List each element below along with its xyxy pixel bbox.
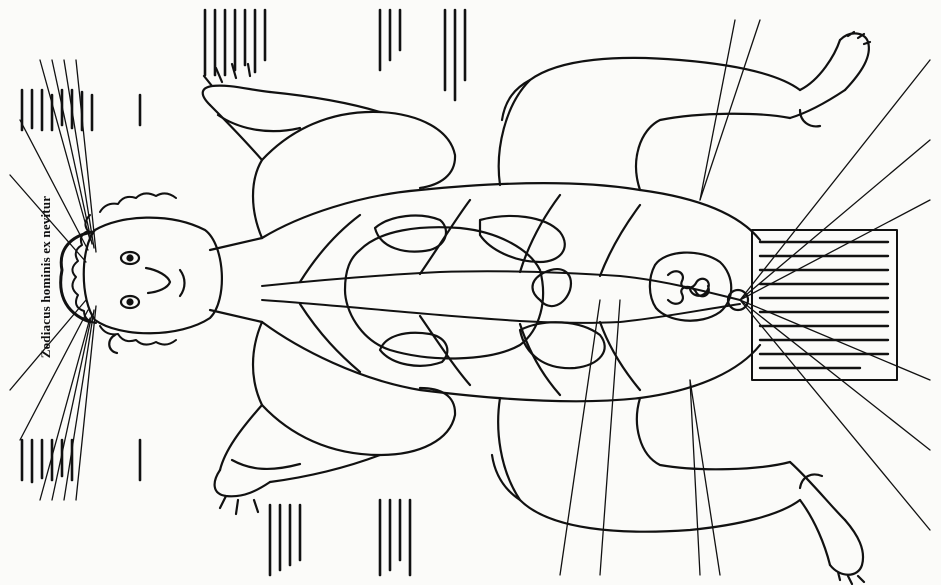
forearm-top	[210, 92, 380, 160]
ear	[109, 335, 117, 353]
forearm-bottom	[220, 405, 380, 482]
hand-top-palm	[218, 115, 300, 131]
head-outline	[84, 218, 222, 334]
lung-upper	[375, 216, 446, 252]
heart	[533, 269, 571, 306]
foot-lower	[830, 520, 864, 584]
shin-upper	[790, 40, 845, 118]
shin-lower	[790, 462, 845, 565]
thigh-upper-inner	[636, 114, 790, 190]
text-block-lines	[760, 242, 888, 368]
hand-bottom	[215, 470, 270, 514]
mouth	[180, 270, 185, 296]
stomach	[480, 216, 565, 262]
nose	[146, 268, 170, 293]
liver	[520, 322, 605, 368]
vena-cava	[262, 300, 740, 323]
branch-upper	[300, 195, 640, 282]
upper-arm-bottom	[253, 322, 455, 455]
rib-cage	[345, 227, 543, 358]
hand-top	[203, 64, 270, 105]
hair-curls-upper	[100, 193, 176, 212]
thigh-lower-inner	[637, 398, 790, 469]
thigh-upper	[499, 58, 800, 185]
illegible-text-marks	[22, 10, 465, 575]
thigh-lower	[498, 398, 800, 532]
foot-upper	[840, 32, 870, 90]
hand-bottom-palm	[232, 460, 300, 469]
